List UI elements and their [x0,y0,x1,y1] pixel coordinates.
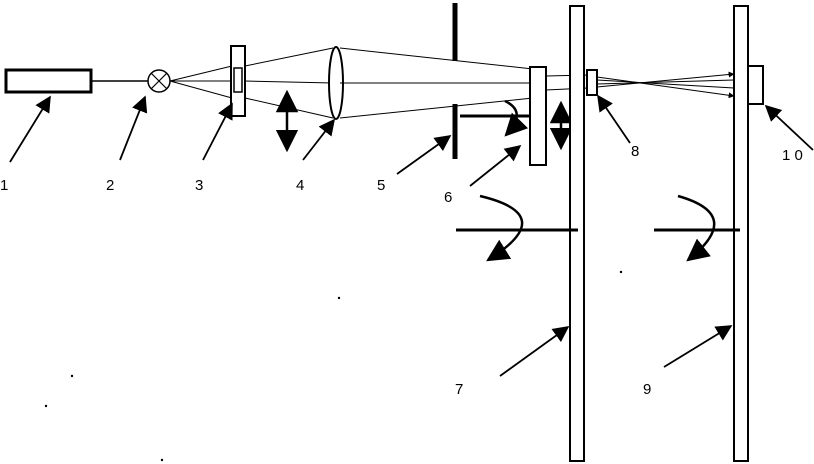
rotation-axis-9 [654,194,740,262]
plate-element [230,45,246,117]
label-3: 3 [195,177,203,194]
label-5: 5 [377,177,385,194]
leader-arrows [9,94,814,377]
rays-from-lens [339,47,534,119]
detector-10 [747,65,764,105]
rays-to-detector [596,71,735,99]
label-10: 1 0 [782,147,803,164]
stray-dots [44,270,623,462]
rays-to-plate [169,65,233,99]
label-2: 2 [106,177,114,194]
label-1: 1 [0,177,8,194]
label-7: 7 [455,381,463,398]
label-9: 9 [643,381,651,398]
rays-to-lens [244,47,334,119]
label-6: 6 [444,189,452,206]
label-8: 8 [631,143,639,160]
rotation-plate-7 [569,5,585,462]
crossed-circle-element [147,69,171,93]
sample-8 [586,69,598,96]
rotating-disc-element [460,66,547,166]
light-source-box [4,68,93,94]
rotation-axis-7 [456,194,578,262]
rotation-plate-9 [733,5,749,462]
label-4: 4 [296,177,304,194]
